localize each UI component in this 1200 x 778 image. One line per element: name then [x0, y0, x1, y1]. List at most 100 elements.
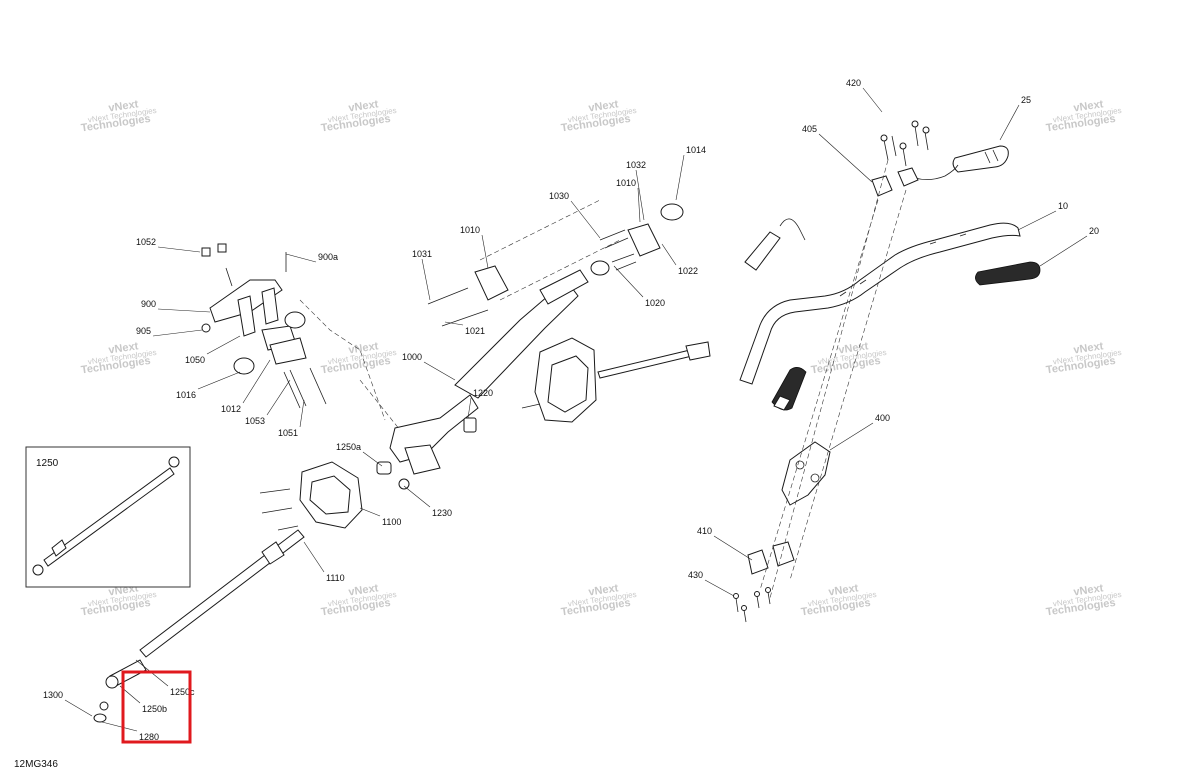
leader-line-1022 — [661, 243, 677, 266]
drawing-code: 12MG346 — [14, 759, 58, 770]
part-label-1000: 1000 — [402, 352, 422, 362]
watermark-line1: vNext — [828, 582, 860, 598]
leader-line-1020 — [613, 265, 644, 298]
leader-line-1051 — [299, 399, 305, 428]
leader-line-430 — [704, 579, 735, 597]
part-label-1250a: 1250a — [336, 442, 361, 452]
leader-line-1250a — [362, 451, 383, 467]
leader-line-1000 — [423, 361, 456, 381]
part-label-25: 25 — [1021, 95, 1031, 105]
part-label-1020: 1020 — [645, 298, 665, 308]
part-label-1100: 1100 — [382, 517, 401, 527]
watermark-line1: vNext — [348, 340, 380, 356]
part-label-1012: 1012 — [221, 404, 241, 414]
leader-line-1031 — [421, 258, 431, 301]
watermark-line1: vNext — [108, 340, 140, 356]
leader-line-1220 — [467, 397, 472, 419]
part-label-1300: 1300 — [43, 690, 63, 700]
part-label-1110: 1110 — [326, 573, 345, 583]
leader-line-10 — [1017, 210, 1057, 231]
part-label-1022: 1022 — [678, 266, 698, 276]
part-label-410: 410 — [697, 526, 712, 536]
handlebar-assembly — [733, 120, 1041, 623]
part-label-1250c: 1250c — [170, 687, 195, 697]
leader-line-900a — [285, 253, 317, 263]
leader-line-1032 — [635, 169, 645, 221]
watermark-line1: vNext — [1073, 582, 1105, 598]
steering-column — [259, 199, 711, 531]
part-label-1010a: 1010 — [616, 178, 636, 188]
leader-line-1053 — [266, 379, 291, 416]
part-label-1280: 1280 — [139, 732, 159, 742]
leader-line-1016 — [197, 371, 241, 390]
part-label-1050: 1050 — [185, 355, 205, 365]
leader-line-1110 — [303, 541, 325, 573]
part-label-1031: 1031 — [412, 249, 432, 259]
leader-line-1010b — [481, 234, 489, 269]
part-label-1230: 1230 — [432, 508, 452, 518]
leader-line-1030 — [570, 200, 601, 239]
part-label-1030: 1030 — [549, 191, 569, 201]
part-label-1051: 1051 — [278, 428, 298, 438]
part-labels: 4202540510141032101010301020101010311022… — [43, 78, 1099, 742]
leader-line-900 — [157, 308, 211, 313]
part-label-420: 420 — [846, 78, 861, 88]
part-label-400: 400 — [875, 413, 890, 423]
leader-line-1050 — [206, 335, 241, 355]
part-label-20: 20 — [1089, 226, 1099, 236]
part-label-1021: 1021 — [465, 326, 485, 336]
part-label-1250b: 1250b — [142, 704, 167, 714]
leader-line-1230 — [403, 485, 431, 508]
part-label-405: 405 — [802, 124, 817, 134]
part-label-1052: 1052 — [136, 237, 156, 247]
part-label-10: 10 — [1058, 201, 1068, 211]
leader-line-1280 — [101, 721, 138, 732]
part-label-905: 905 — [136, 326, 151, 336]
watermark-line1: vNext — [588, 98, 620, 114]
part-label-900a: 900a — [318, 252, 338, 262]
leader-line-1300 — [64, 699, 93, 717]
leader-line-405 — [818, 133, 873, 183]
watermark-line1: vNext — [588, 582, 620, 598]
bracket-assembly — [201, 243, 386, 421]
watermark-line1: vNext — [108, 98, 140, 114]
part-label-1032: 1032 — [626, 160, 646, 170]
leader-line-1012 — [242, 359, 271, 404]
leader-line-400 — [829, 422, 874, 451]
highlight-box — [121, 670, 192, 744]
leader-line-25 — [999, 104, 1020, 141]
inset-label: 1250 — [36, 458, 59, 469]
part-label-1053: 1053 — [245, 416, 265, 426]
leader-line-1052 — [157, 246, 201, 253]
part-label-900: 900 — [141, 299, 156, 309]
watermark-line1: vNext — [1073, 98, 1105, 114]
inset-1250 — [25, 446, 191, 588]
watermark-line1: vNext — [1073, 340, 1105, 356]
leader-lines — [64, 87, 1088, 732]
watermark-line1: vNext — [348, 98, 380, 114]
leader-line-420 — [862, 87, 883, 113]
leader-line-410 — [713, 535, 753, 561]
part-label-1016: 1016 — [176, 390, 196, 400]
leader-line-20 — [1039, 235, 1088, 267]
part-label-1014: 1014 — [686, 145, 706, 155]
part-label-1220: 1220 — [473, 388, 493, 398]
leader-line-1021 — [444, 321, 464, 326]
leader-line-1100 — [359, 507, 381, 517]
leader-line-1010a — [637, 187, 641, 223]
watermark-line1: vNext — [348, 582, 380, 598]
leader-line-1014 — [675, 154, 685, 201]
